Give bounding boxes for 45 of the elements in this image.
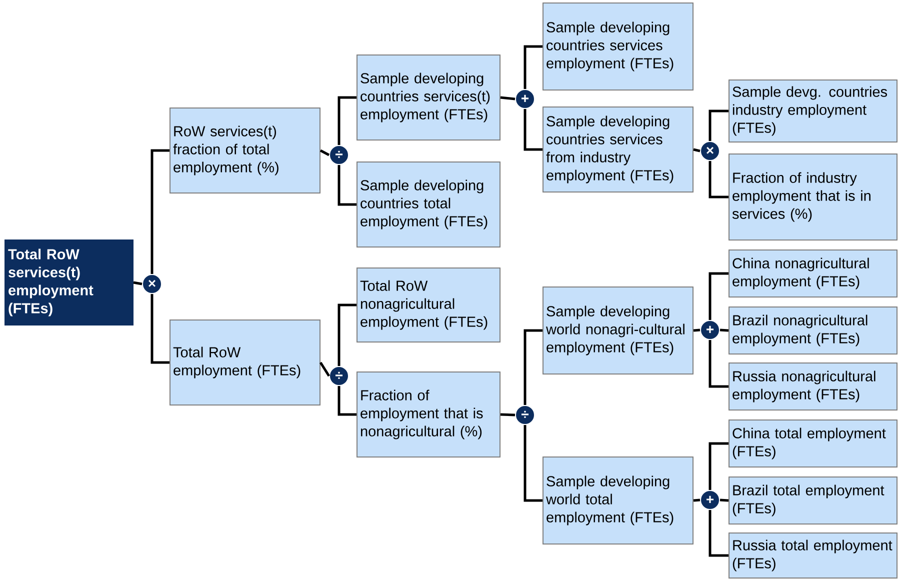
connector-line [708,510,728,557]
factor-box: Brazil nonagricultural employment (FTEs) [728,306,898,354]
factor-box: Sample developing countries services from industry employment (FTEs) [542,106,694,192]
connector-line [708,272,728,320]
factor-box: Russia nonagricultural employment (FTEs) [728,362,898,410]
connector-line [708,110,728,141]
factor-box: Sample developing countries total employment (FTEs) [356,162,500,248]
connector-line [150,149,170,274]
connector-line [500,96,516,100]
factor-box: China total employment (FTEs) [728,420,898,468]
factor-box: China nonagricultural employment (FTEs) [728,250,898,298]
factor-box: Russia total employment (FTEs) [728,532,898,578]
factor-box: Fraction of employment that is nonagricultural (%) [356,372,500,458]
connector-line [693,328,700,332]
connector-line [150,294,170,364]
connector-line [524,45,542,89]
connector-line [338,96,356,145]
connector-line [338,165,356,206]
factor-box: Total RoW nonagricultural employment (FTEs) [356,268,500,342]
connector-line [338,304,356,366]
connector-line [133,281,142,286]
factor-box: Sample developing world total employment (FTEs) [542,456,694,544]
connector-line [320,149,330,156]
connector-line [693,148,700,152]
factor-box: Fraction of industry employment that is in services (%) [728,154,898,240]
factor-box: Sample devg. countries industry employment (FTEs) [728,80,898,142]
connector-line [720,498,729,502]
connector-line [524,425,542,502]
connector-line [720,328,729,332]
factor-box: Sample developing world nonagri-cultural employment (FTEs) [542,286,694,374]
factor-box: Total RoW employment (FTEs) [170,320,320,406]
connector-line [524,109,542,151]
factor-box: Sample developing countries services employment (FTEs) [542,2,694,90]
connector-line [524,329,542,405]
connector-line [319,362,330,377]
connector-line [693,498,700,502]
connector-line [708,161,728,198]
connector-line [500,413,516,416]
factor-box: Brazil total employment (FTEs) [728,476,898,524]
connector-line [708,340,728,388]
connector-line [708,442,728,490]
factor-box: RoW services(t) fraction of total employment (%) [170,108,320,194]
result-box: Total RoW services(t) employment (FTEs) [4,240,134,326]
factor-box: Sample developing countries services(t) employment (FTEs) [356,54,500,140]
connector-line [338,386,356,416]
